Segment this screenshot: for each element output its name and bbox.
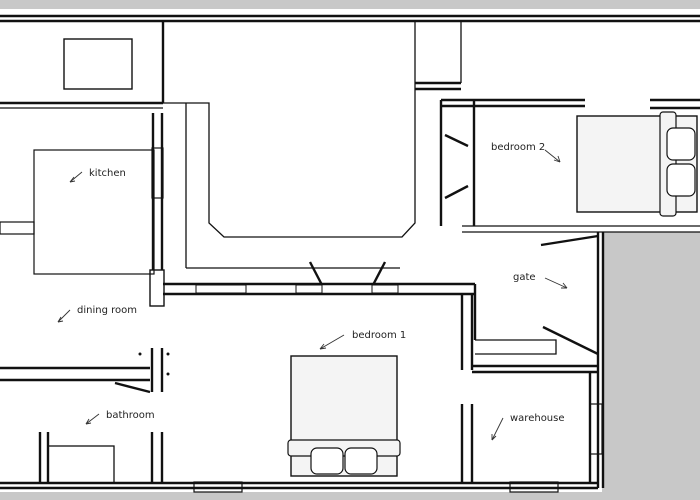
warehouse-bottom-window xyxy=(509,481,559,493)
outside-ground-right xyxy=(602,232,700,500)
bedroom-2-door-leaf-top xyxy=(444,133,469,148)
corridor-wall xyxy=(163,261,475,296)
bedroom-2-walls xyxy=(415,81,700,226)
corridor-window-right xyxy=(371,284,399,294)
kitchen-sink xyxy=(0,221,35,235)
gate-leaf-bottom xyxy=(542,325,599,356)
bedroom-1-walls xyxy=(193,294,474,493)
skylight xyxy=(63,38,133,90)
label-pointers xyxy=(57,149,568,441)
kitchen-area xyxy=(0,113,165,307)
kitchen-window xyxy=(151,147,164,199)
outside-ground-top xyxy=(0,0,700,9)
door-leaf-left xyxy=(308,261,324,286)
bed-2 xyxy=(576,111,698,217)
label-bedroom-1: bedroom 1 xyxy=(352,330,406,341)
label-kitchen: kitchen xyxy=(89,168,126,179)
bedroom-1-window xyxy=(193,481,243,493)
bathroom-partition xyxy=(0,348,170,394)
label-warehouse: warehouse xyxy=(510,413,565,424)
kitchen-door-frame xyxy=(149,269,165,307)
bathtub xyxy=(47,445,115,484)
label-dining-room: dining room xyxy=(77,305,137,316)
outside-ground-bottom xyxy=(0,492,700,500)
bathroom-door-leaf xyxy=(114,381,151,394)
label-gate: gate xyxy=(513,272,536,283)
warehouse-window xyxy=(589,403,603,455)
bedroom-2-door-leaf-bottom xyxy=(444,184,469,200)
warehouse-walls xyxy=(472,364,603,493)
bed-1 xyxy=(287,355,401,477)
corridor-window-mid xyxy=(295,284,323,294)
kitchen-counter xyxy=(33,149,155,275)
gate-area xyxy=(473,234,599,356)
gate-leaf-top xyxy=(540,234,599,247)
label-bathroom: bathroom xyxy=(106,410,155,421)
storage-room xyxy=(0,21,165,109)
label-bedroom-2: bedroom 2 xyxy=(491,142,545,153)
central-hall xyxy=(162,21,462,268)
corridor-window-left xyxy=(195,284,247,294)
bathroom-fixtures xyxy=(38,432,164,484)
door-leaf-right xyxy=(371,261,387,286)
